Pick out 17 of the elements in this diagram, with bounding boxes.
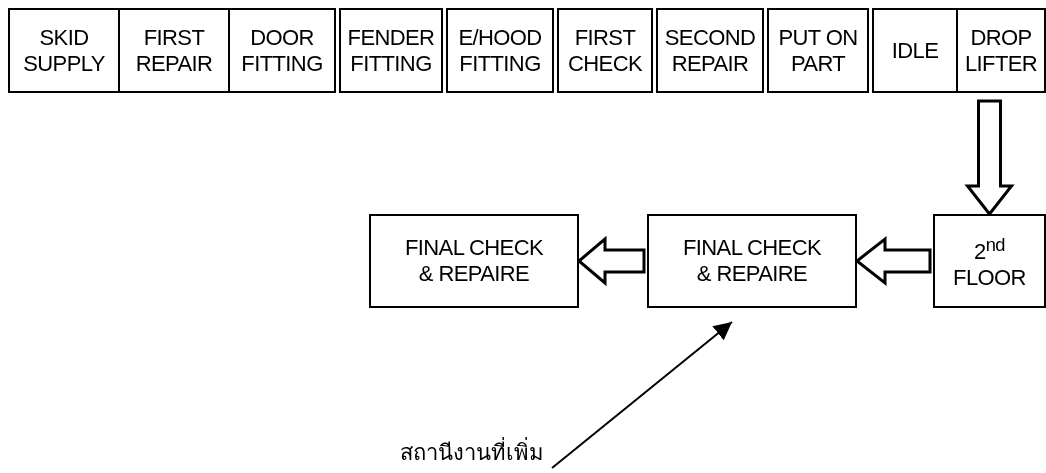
block-arrow — [576, 235, 646, 287]
process-cell: FENDER FITTING — [339, 8, 443, 93]
process-box: FINAL CHECK & REPAIRE — [647, 214, 857, 308]
arrow — [551, 321, 733, 469]
block-arrow — [854, 235, 932, 287]
process-cell: FIRST REPAIR — [118, 8, 230, 93]
process-cell: IDLE — [872, 8, 958, 93]
process-cell: SECOND REPAIR — [656, 8, 764, 93]
process-cell: DOOR FITTING — [228, 8, 336, 93]
process-cell: DROP LIFTER — [956, 8, 1046, 93]
process-cell: FIRST CHECK — [557, 8, 653, 93]
process-cell: SKID SUPPLY — [8, 8, 120, 93]
process-cell: PUT ON PART — [767, 8, 869, 93]
process-cell: E/HOOD FITTING — [446, 8, 554, 93]
block-arrow — [964, 99, 1015, 217]
process-box: 2$^{nd}$ FLOOR — [933, 214, 1046, 308]
process-box: FINAL CHECK & REPAIRE — [369, 214, 579, 308]
